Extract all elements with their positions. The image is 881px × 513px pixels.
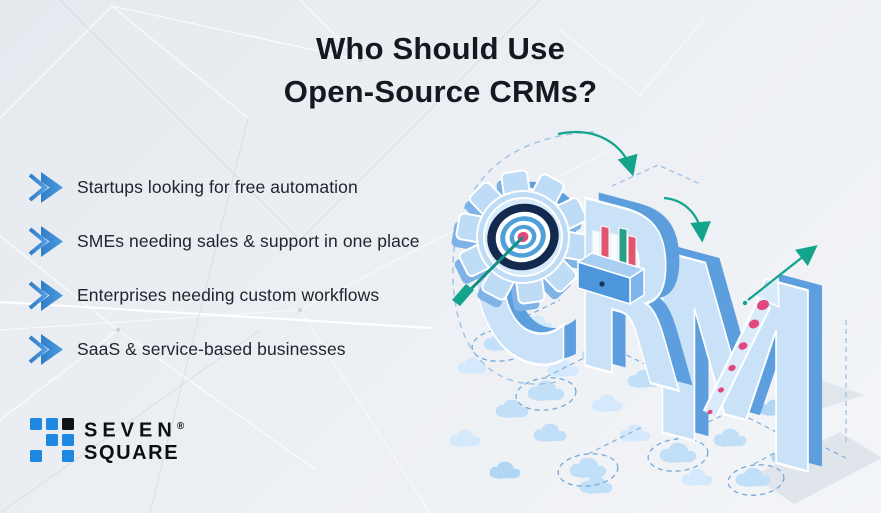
- dashed-ellipse: [471, 328, 785, 496]
- logo-square: [30, 417, 42, 430]
- logo-square: [62, 449, 74, 462]
- flow-arrows: [557, 130, 818, 306]
- page-title-line2: Open-Source CRMs?: [283, 74, 598, 109]
- arrow-gear-to-r: [557, 130, 638, 177]
- trend-dots: [707, 299, 769, 415]
- drawer-files-icon: [576, 225, 646, 306]
- double-chevron-right-icon: [28, 171, 63, 203]
- dashed-orbit: [452, 131, 595, 385]
- dashed-guides: [611, 164, 847, 446]
- logo-square: [46, 433, 58, 446]
- bullet-label: Startups looking for free automation: [77, 176, 358, 197]
- arrow-growth: [747, 245, 818, 301]
- logo-square: [30, 449, 42, 462]
- growth-arrow-icon: [702, 276, 780, 418]
- logo-text-seven: SEVEN: [84, 419, 177, 442]
- sevensquare-logo-mark: [30, 417, 74, 462]
- double-chevron-right-icon: [28, 279, 63, 311]
- double-chevron-right-icon: [28, 333, 63, 365]
- list-item: Enterprises needing custom workflows: [28, 277, 420, 313]
- list-item: SMEs needing sales & support in one plac…: [28, 223, 420, 259]
- double-chevron-right-icon: [28, 225, 63, 257]
- crm-illustration: C C M M: [448, 128, 881, 513]
- dart-icon: [452, 235, 525, 306]
- shadow: [753, 380, 881, 504]
- bullet-list: Startups looking for free automation SME…: [28, 169, 420, 385]
- bullet-label: Enterprises needing custom workflows: [77, 284, 380, 305]
- bullet-label: SaaS & service-based businesses: [77, 338, 346, 359]
- letter-r: R R: [571, 144, 695, 448]
- logo-square: [46, 417, 58, 430]
- page-title-line1: Who Should Use: [315, 31, 566, 66]
- registered-mark: ®: [176, 421, 185, 432]
- arrow-r-to-m: [663, 196, 711, 243]
- logo-text-square: SQUARE: [84, 441, 180, 464]
- sevensquare-logo: SEVEN® SQUARE: [30, 416, 184, 464]
- bullet-label: SMEs needing sales & support in one plac…: [77, 230, 420, 251]
- list-item: Startups looking for free automation: [28, 169, 420, 205]
- sevensquare-wordmark: SEVEN® SQUARE: [84, 416, 184, 464]
- page-title: Who Should Use Open-Source CRMs?: [0, 27, 881, 113]
- logo-square: [62, 433, 74, 446]
- list-item: SaaS & service-based businesses: [28, 331, 420, 367]
- logo-square: [62, 417, 74, 430]
- dashed-connector: [501, 299, 847, 465]
- cloud-grid: [449, 295, 847, 496]
